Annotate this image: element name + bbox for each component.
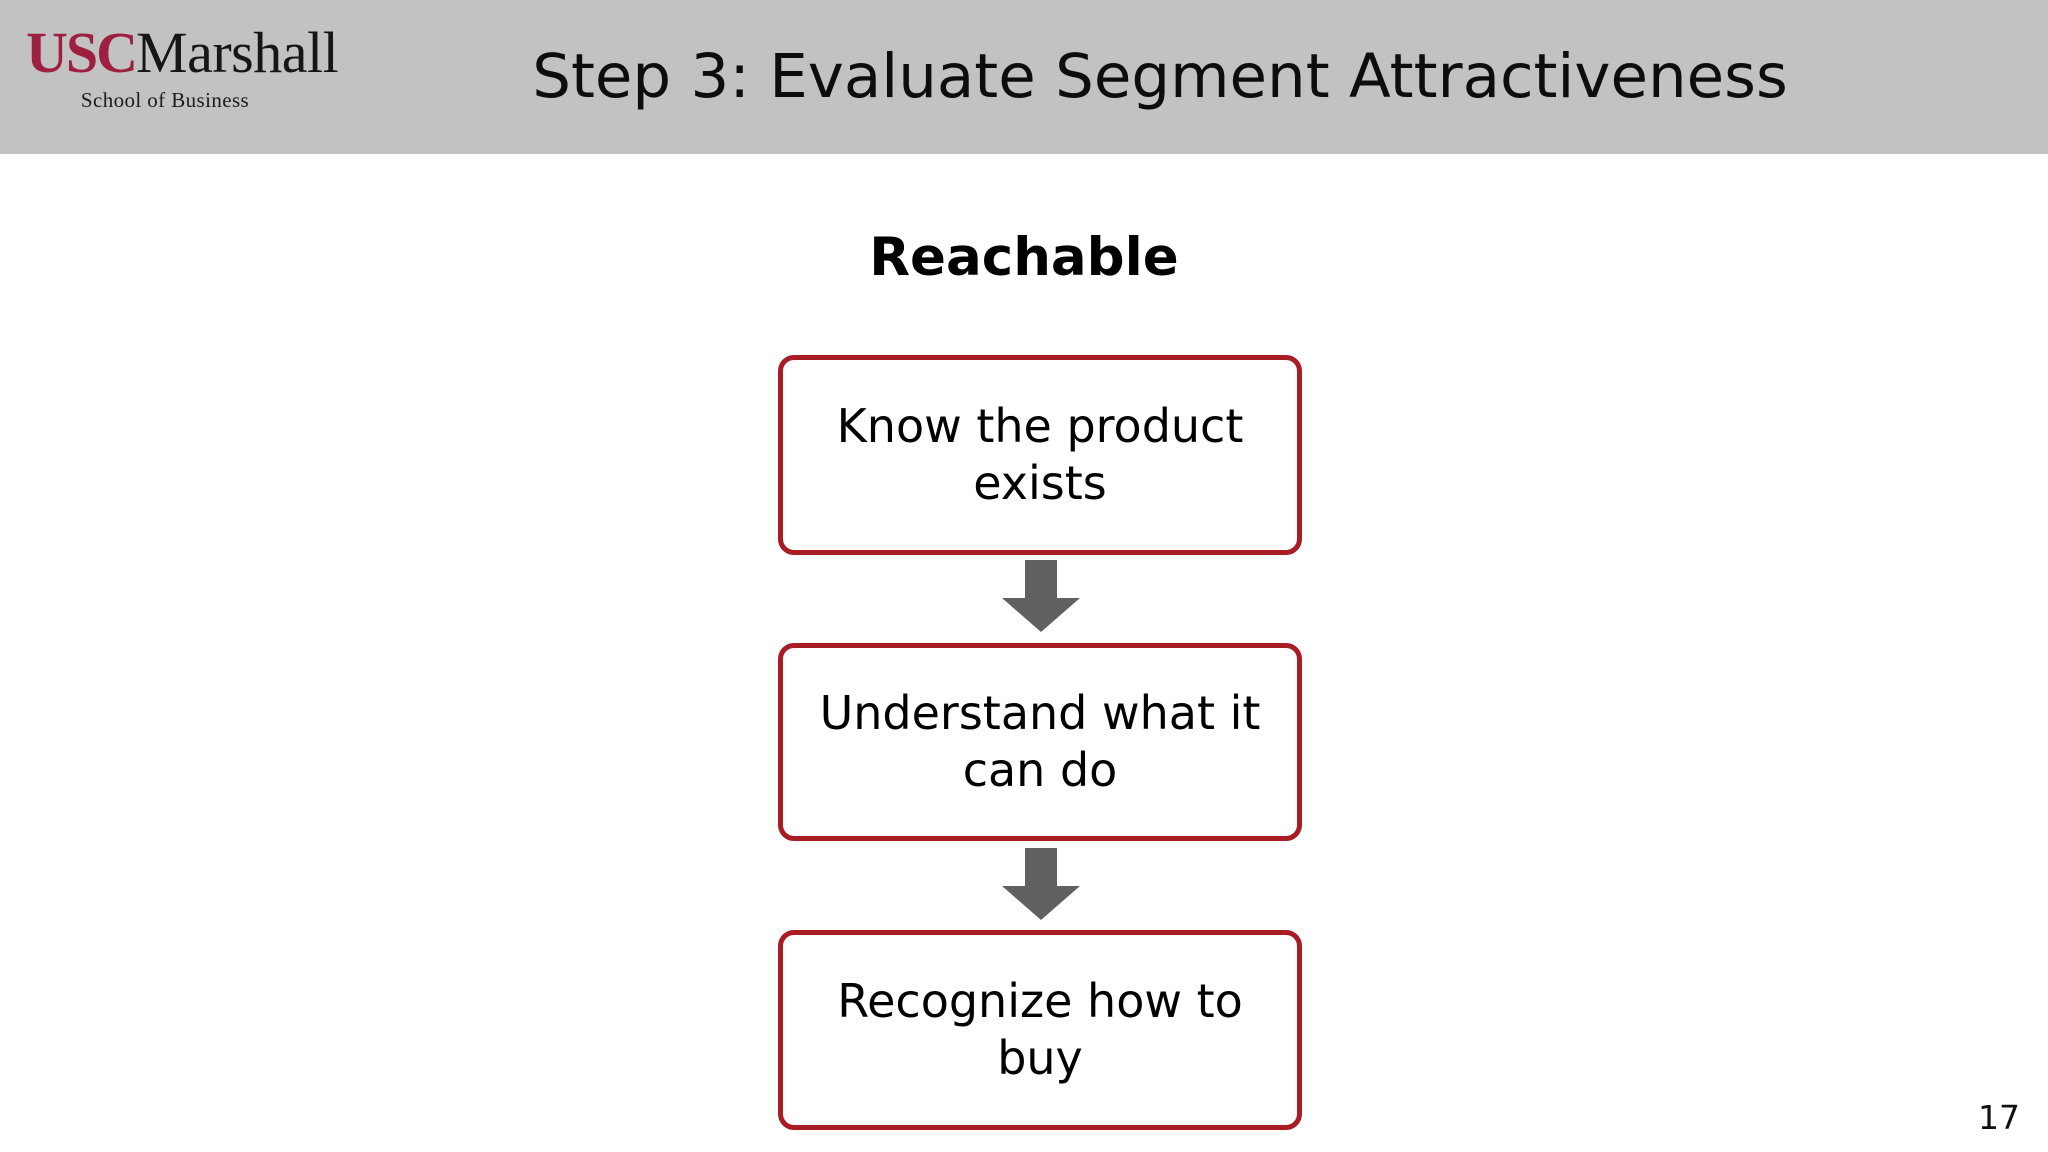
flow-step-label-1: Know the product exists (836, 399, 1244, 510)
section-heading: Reachable (869, 227, 1179, 288)
page-title: Step 3: Evaluate Segment Attractiveness (532, 41, 1788, 112)
flow-step-box-3: Recognize how to buy (778, 930, 1302, 1130)
page-number: 17 (1978, 1098, 2020, 1137)
flow-step-label-2: Understand what it can do (819, 686, 1261, 797)
logo-tagline: School of Business (80, 88, 250, 112)
logo-wordmark: USCMarshall (26, 22, 386, 84)
usc-marshall-logo: USCMarshall School of Business (26, 22, 386, 134)
arrow-down-icon (1002, 560, 1080, 632)
flow-step-box-2: Understand what it can do (778, 643, 1302, 841)
logo-usc-text: USC (26, 20, 138, 85)
arrow-down-icon (1002, 848, 1080, 920)
slide-header-bar (0, 0, 2048, 154)
logo-marshall-text: Marshall (136, 20, 339, 85)
flow-chart: Know the product exists Understand what … (778, 355, 1302, 1130)
flow-step-box-1: Know the product exists (778, 355, 1302, 555)
flow-step-label-3: Recognize how to buy (837, 974, 1243, 1085)
